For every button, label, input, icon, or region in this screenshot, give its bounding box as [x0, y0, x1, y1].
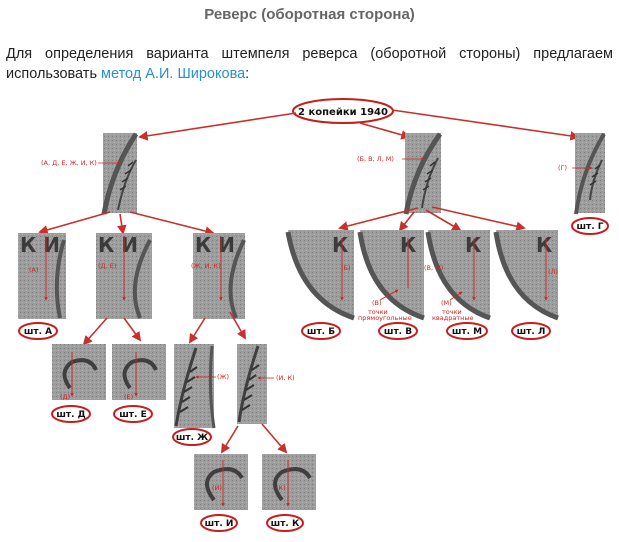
- stamp-g-label: шт. Г: [576, 222, 603, 232]
- coin-zhik: К И (Ж, И, К): [191, 233, 246, 319]
- coin-m: К (В, М) (М) точки квадратные: [424, 230, 491, 322]
- stamp-e-label: шт. Е: [119, 410, 146, 420]
- stamp-zh: шт. Ж: [172, 428, 212, 446]
- root-label: 2 копейки 1940: [298, 107, 388, 118]
- stamp-k: шт. К: [266, 514, 304, 532]
- stamp-e: шт. Е: [113, 405, 153, 423]
- label-v: (В): [372, 299, 382, 307]
- intro-paragraph: Для определения варианта штемпеля реверс…: [6, 44, 613, 84]
- coin-de: К И (Д, Е): [96, 233, 152, 319]
- stamp-i-label: шт. И: [205, 519, 234, 529]
- coin-group-center: (Б, В, Л, М): [357, 132, 443, 215]
- stamp-m-label: шт. М: [452, 327, 482, 337]
- svg-text:К: К: [332, 233, 349, 257]
- arrow-left-de: [117, 213, 127, 235]
- label-vm: (В, М): [424, 264, 443, 272]
- arrow-de-e: [123, 317, 142, 342]
- arrow-root-center: [359, 122, 411, 140]
- note-v-dots-1: точки: [368, 308, 388, 316]
- arrow-zhik-zh: [188, 317, 206, 344]
- arrow-center-v: [398, 211, 415, 232]
- coin-zh: (Ж): [174, 344, 229, 429]
- coin-b: К (Б): [285, 230, 355, 321]
- arrow-center-m: [425, 209, 462, 231]
- arrow-zhik-ik: [229, 311, 246, 340]
- stamp-b-label: шт. Б: [307, 327, 335, 337]
- arrow-left-zhik: [129, 211, 215, 236]
- label-zhik: (Ж, И, К): [191, 262, 221, 270]
- label-de: (Д, Е): [98, 262, 116, 270]
- arrow-de-d: [82, 317, 108, 346]
- stamp-d: шт. Д: [51, 405, 91, 423]
- arrow-root-right: [391, 109, 580, 141]
- stamp-zh-label: шт. Ж: [176, 433, 208, 443]
- coin-v: К (В) точки прямоугольные: [357, 230, 425, 322]
- page-title: Реверс (оборотная сторона): [204, 6, 415, 23]
- stamp-d-label: шт. Д: [56, 410, 85, 420]
- stamp-i: шт. И: [200, 514, 238, 532]
- stamp-a: шт. А: [18, 322, 58, 340]
- label-e: (Е): [124, 393, 133, 401]
- stamp-k-label: шт. К: [271, 519, 300, 529]
- coin-a: К И (А): [18, 233, 66, 319]
- label-a: (А): [29, 266, 39, 274]
- svg-text:К И: К И: [195, 233, 235, 257]
- label-b: (Б): [341, 264, 351, 272]
- label-group-center: (Б, В, Л, М): [357, 155, 394, 163]
- svg-text:К: К: [400, 233, 417, 257]
- coin-k: (К): [262, 454, 316, 510]
- coin-l: К (Л): [493, 230, 559, 321]
- coin-ik: (И, К): [237, 344, 295, 424]
- root-node: 2 копейки 1940: [292, 98, 394, 124]
- label-ik: (И, К): [276, 374, 295, 382]
- arrow-center-b: [338, 207, 419, 231]
- label-l: (Л): [548, 268, 558, 276]
- label-m: (М): [441, 299, 452, 307]
- label-k: (К): [276, 484, 286, 492]
- label-group-left: (А, Д, Е, Ж, И, К): [41, 159, 97, 167]
- svg-text:К: К: [536, 233, 553, 257]
- coin-group-right: (Г): [558, 132, 606, 215]
- stamp-m: шт. М: [446, 322, 488, 340]
- note-m-dots-1: точки: [442, 308, 462, 316]
- label-d: (Д): [60, 393, 70, 401]
- arrow-ik-k: [261, 423, 288, 454]
- arrow-root-left: [138, 112, 297, 141]
- arrow-center-l: [431, 206, 526, 231]
- stamp-v-label: шт. В: [384, 327, 412, 337]
- svg-text:К И: К И: [20, 233, 60, 257]
- intro-colon: :: [245, 66, 250, 82]
- stamp-g: шт. Г: [571, 217, 609, 235]
- coin-e: (Е): [112, 344, 166, 401]
- label-i: (И): [212, 484, 222, 492]
- shirokov-method-link[interactable]: метод А.И. Широкова: [101, 66, 246, 82]
- note-m-dots-2: квадратные: [432, 314, 474, 322]
- coin-group-left: (А, Д, Е, Ж, И, К): [41, 132, 139, 215]
- stamp-v: шт. В: [378, 322, 418, 340]
- svg-text:К И: К И: [98, 233, 138, 257]
- label-zh: (Ж): [217, 373, 229, 381]
- stamp-b: шт. Б: [301, 322, 341, 340]
- arrow-left-a: [38, 211, 111, 235]
- stamp-l-label: шт. Л: [517, 327, 546, 337]
- intro-text: Для определения варианта штемпеля реверс…: [6, 46, 613, 82]
- arrow-ik-i: [220, 425, 239, 454]
- svg-text:К: К: [465, 233, 482, 257]
- stamp-l: шт. Л: [511, 322, 551, 340]
- coin-d: (Д): [52, 344, 106, 401]
- stamp-a-label: шт. А: [24, 327, 52, 337]
- label-group-right: (Г): [558, 164, 567, 172]
- coin-i: (И): [194, 454, 248, 510]
- note-v-dots-2: прямоугольные: [358, 314, 412, 322]
